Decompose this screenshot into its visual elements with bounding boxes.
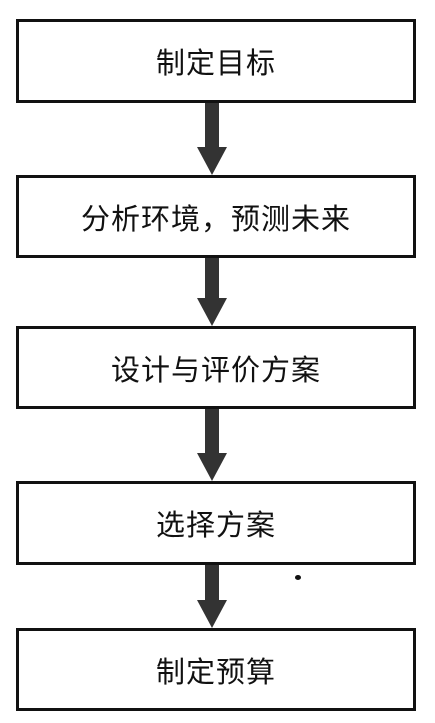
step-box-set-budget: 制定预算 bbox=[16, 628, 416, 711]
step-label: 制定目标 bbox=[155, 46, 276, 80]
down-arrow-icon bbox=[197, 565, 227, 628]
down-arrow-icon bbox=[197, 103, 227, 175]
down-arrow-icon bbox=[197, 409, 227, 481]
step-label: 制定预算 bbox=[155, 654, 276, 689]
step-box-analyze-forecast: 分析环境，预测未来 bbox=[16, 175, 416, 258]
step-label: 分析环境，预测未来 bbox=[80, 201, 351, 236]
down-arrow-icon bbox=[197, 258, 227, 326]
step-box-set-goals: 制定目标 bbox=[16, 19, 416, 103]
step-box-design-evaluate: 设计与评价方案 bbox=[16, 326, 416, 409]
step-label: 选择方案 bbox=[155, 508, 276, 542]
scan-speck bbox=[295, 575, 301, 580]
step-label: 设计与评价方案 bbox=[110, 352, 321, 387]
step-box-select-plan: 选择方案 bbox=[16, 481, 416, 565]
